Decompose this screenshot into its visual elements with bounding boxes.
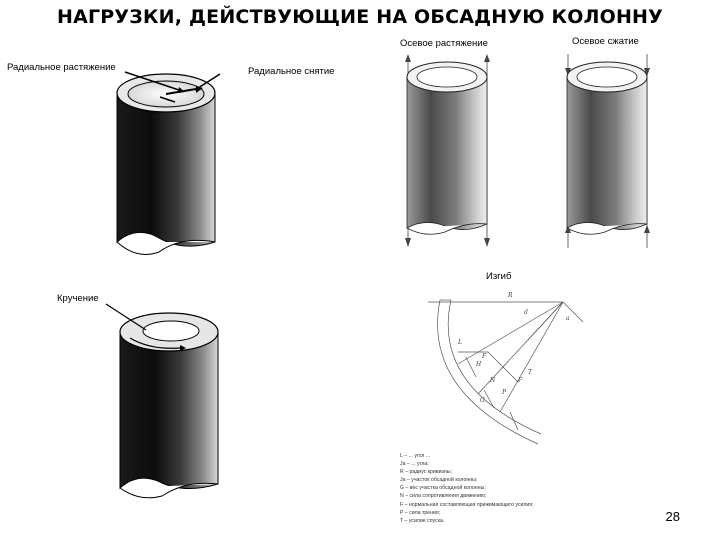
letter-g: G [480, 397, 485, 404]
bending-diagram: R d a L H F N T P G F [428, 292, 584, 445]
label-axial-compression: Осевое сжатие [572, 36, 639, 47]
letter-a: a [566, 315, 570, 322]
page-number: 28 [665, 509, 680, 524]
label-axial-tension: Осевое растяжение [400, 38, 488, 49]
label-radial-compression: Радиальное снятие [248, 66, 335, 77]
cylinder-radial-tension [116, 71, 221, 255]
bending-legend: L – ... угол ... Ja – ... угла; R – ради… [400, 452, 590, 525]
letter-r: R [507, 292, 513, 299]
cylinder-axial-compression [565, 54, 650, 248]
legend-line: L – ... угол ... [400, 453, 431, 459]
letter-l: L [457, 339, 462, 346]
legend-line: F – нормальная составляющая прижимающего… [400, 501, 534, 508]
legend-line: Ja – участок обсадной колонны; [400, 477, 478, 484]
legend-line: N – сила сопротивления движению; [400, 493, 487, 500]
cylinder-torsion [105, 303, 219, 499]
label-bending: Изгиб [486, 271, 512, 282]
legend-line: Ja – ... угла; [400, 461, 429, 468]
legend-line: G – вес участка обсадной колонны; [400, 485, 486, 492]
letter-h: H [475, 361, 482, 368]
legend-line: T – усилие спуска. [400, 517, 445, 524]
letter-p: P [501, 389, 507, 396]
letter-t: T [528, 369, 533, 376]
letter-fr: F [517, 377, 523, 384]
letter-d: d [524, 309, 528, 316]
label-radial-tension: Радиальное растяжение [7, 62, 116, 73]
label-torsion: Кручение [57, 293, 99, 304]
letter-f: F [481, 353, 487, 360]
slide-title: НАГРУЗКИ, ДЕЙСТВУЮЩИЕ НА ОБСАДНУЮ КОЛОНН… [56, 6, 664, 28]
legend-line: R – радиус кривизны; [400, 469, 452, 476]
letter-n: N [489, 377, 496, 384]
cylinder-axial-tension [405, 54, 490, 247]
legend-line: P – сила трения; [400, 509, 441, 516]
